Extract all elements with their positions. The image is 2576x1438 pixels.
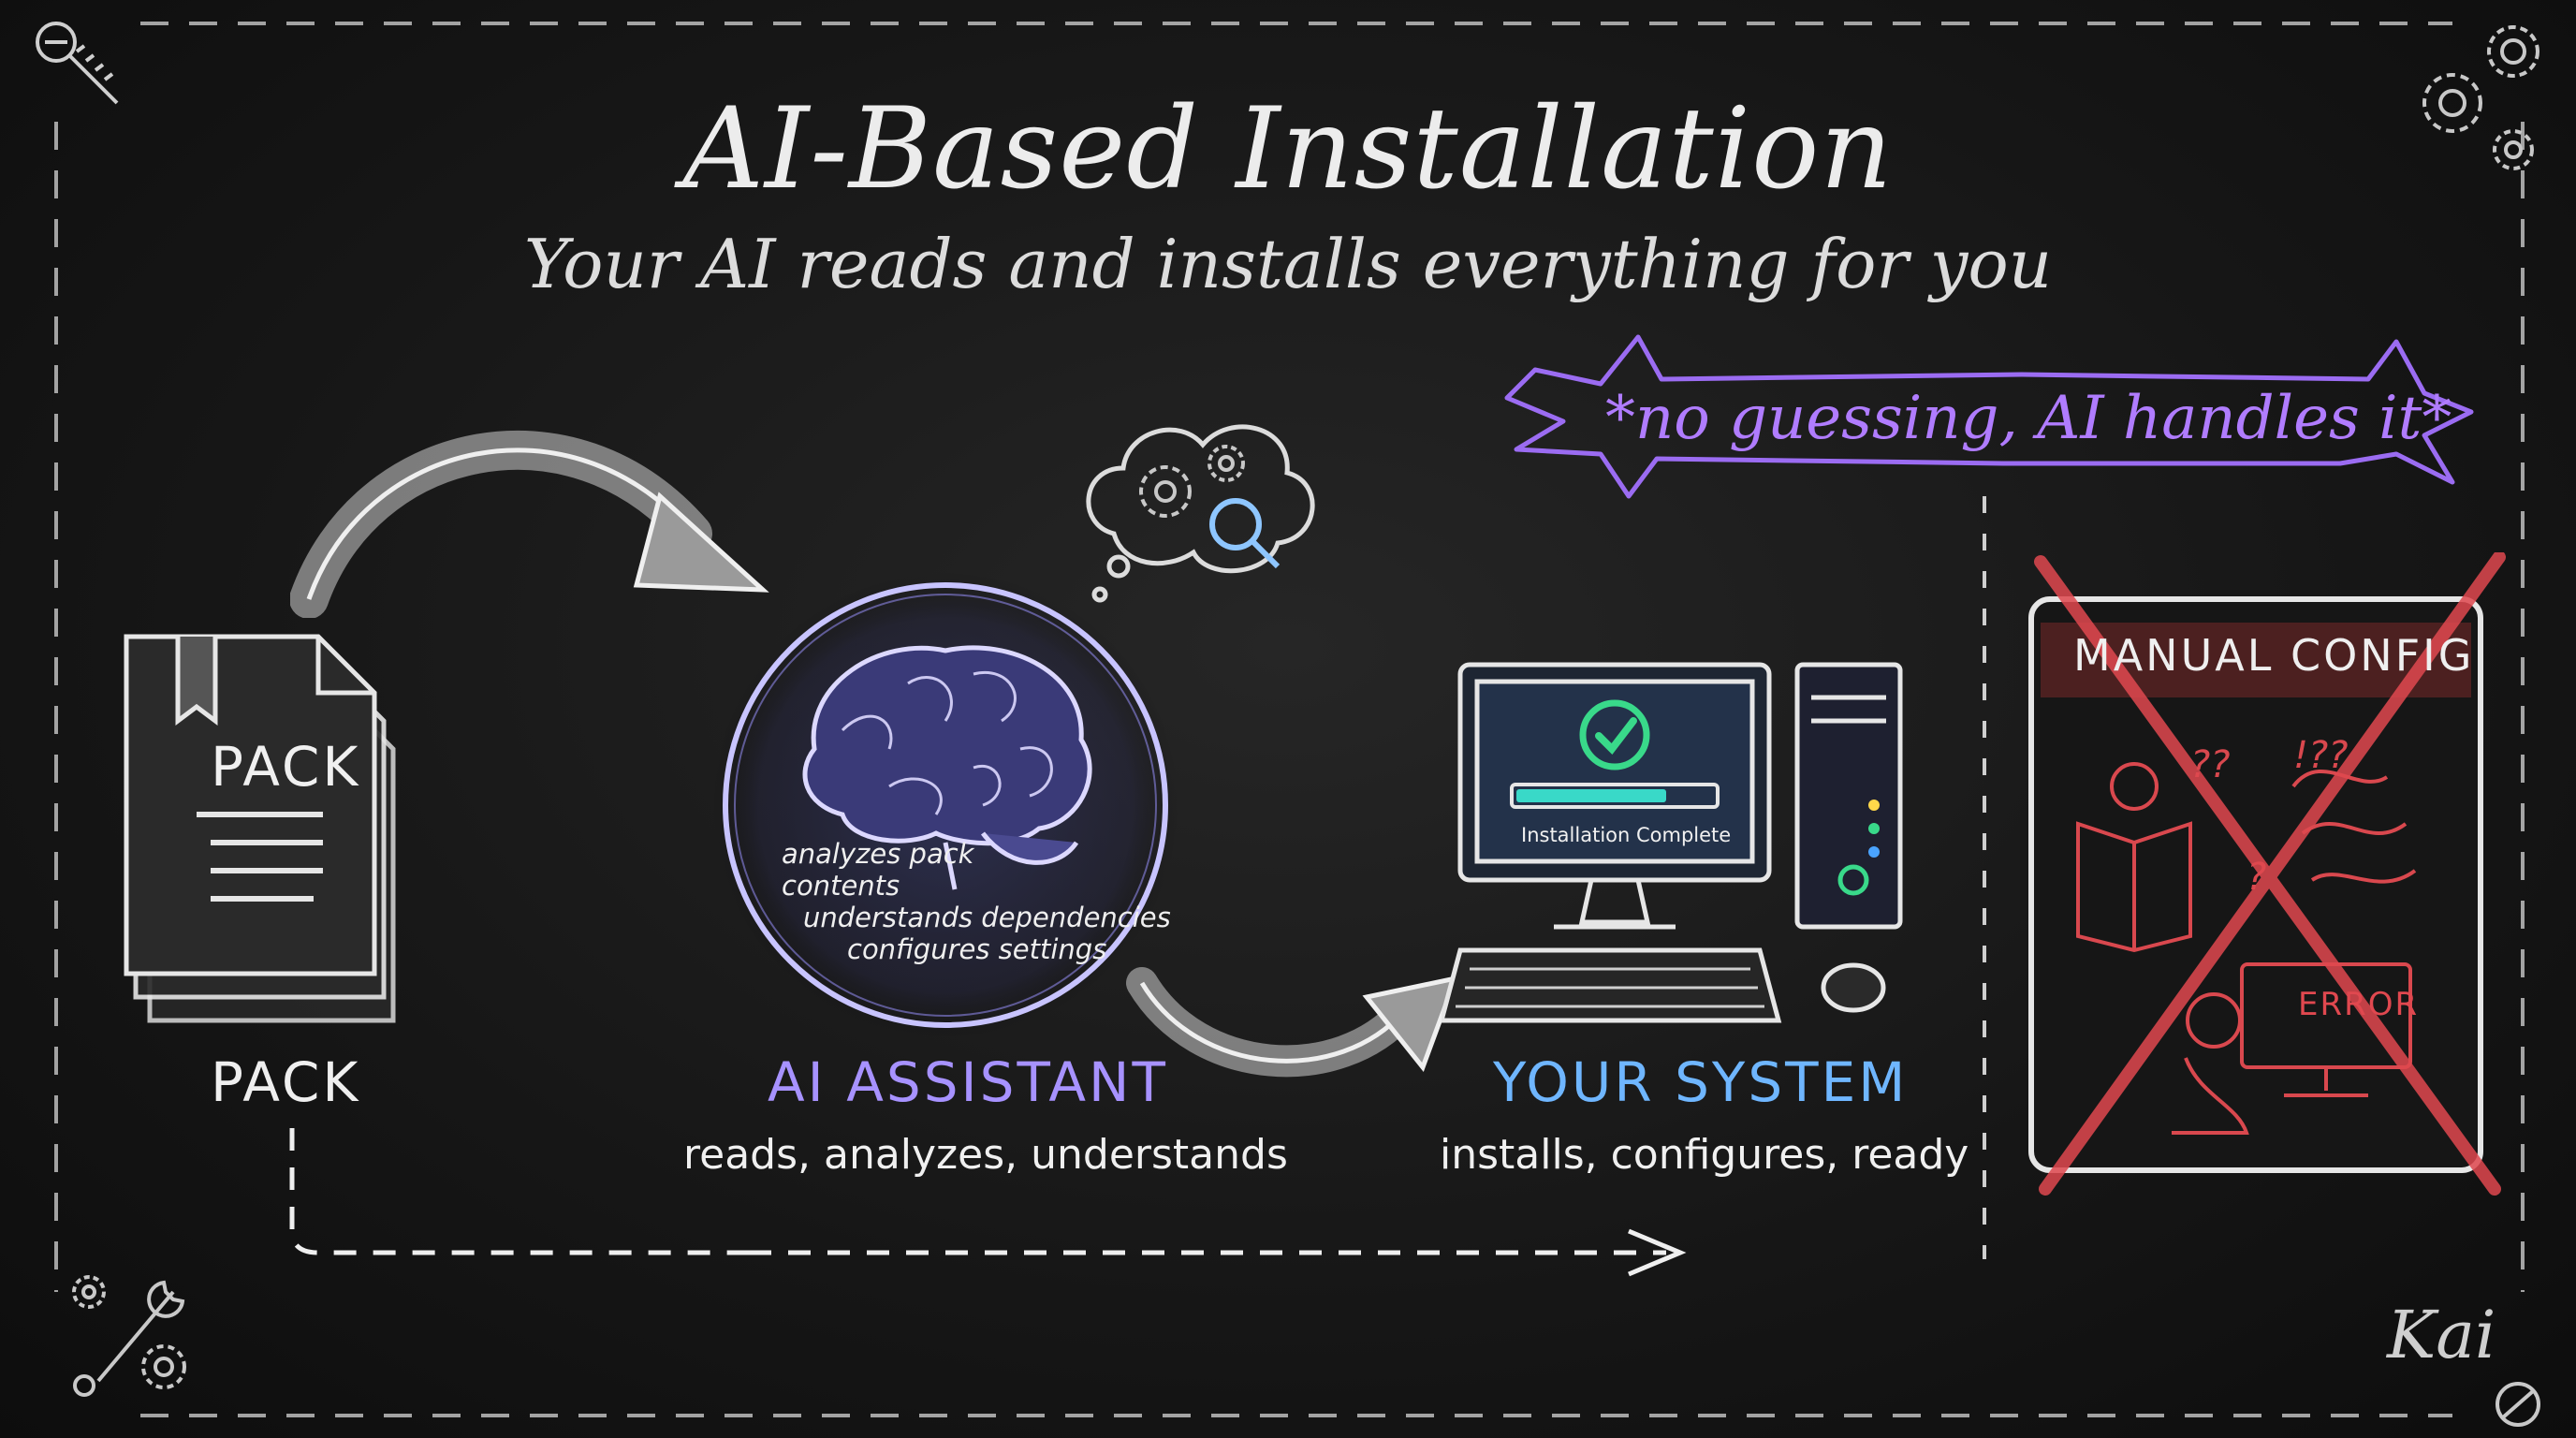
assistant-note-4: configures settings [847, 933, 1107, 965]
banner-burst [1504, 334, 2474, 499]
wrench-gears-icon [72, 1275, 186, 1397]
progress-bar-fill [1516, 789, 1666, 802]
assistant-brain-circle [711, 571, 1179, 1039]
signature: Kai [2387, 1297, 2496, 1373]
pack-label: PACK [211, 1050, 361, 1114]
assistant-label: AI ASSISTANT [768, 1050, 1168, 1114]
assistant-note-1: analyzes pack [782, 838, 974, 870]
banner-text: *no guessing, AI handles it* [1605, 384, 2452, 453]
assistant-note-2: contents [782, 870, 900, 902]
page-title: AI-Based Installation [682, 84, 1894, 214]
arrow-pack-to-assistant [290, 430, 769, 618]
gears-icon [2422, 25, 2539, 170]
arrow-assistant-to-system [1126, 967, 1459, 1078]
checkmark-icon [1579, 699, 1650, 770]
pack-document-icon [124, 634, 396, 1023]
dashed-arrow-pack-to-system [289, 1128, 749, 1255]
pack-icon-label: PACK [211, 735, 361, 799]
manual-config-panel: ?? !?? ? [2028, 552, 2506, 1196]
system-caption: installs, configures, ready [1440, 1131, 1969, 1179]
screw-corner-icon [2496, 1382, 2540, 1427]
screw-icon [36, 22, 119, 105]
manual-config-title: MANUAL CONFIG [2073, 630, 2475, 681]
assistant-caption: reads, analyzes, understands [683, 1131, 1288, 1179]
screen-status-text: Installation Complete [1521, 824, 1732, 846]
assistant-note-3: understands dependencies [803, 902, 1171, 933]
system-label: YOUR SYSTEM [1493, 1050, 1909, 1114]
thought-cloud-icon [1086, 424, 1315, 603]
computer-icon [1442, 662, 1903, 1023]
error-text: ERROR [2298, 986, 2420, 1023]
page-subtitle: Your AI reads and installs everything fo… [523, 225, 2053, 303]
brain-icon [802, 645, 1092, 890]
dashed-arrow-tail [749, 1228, 1687, 1277]
